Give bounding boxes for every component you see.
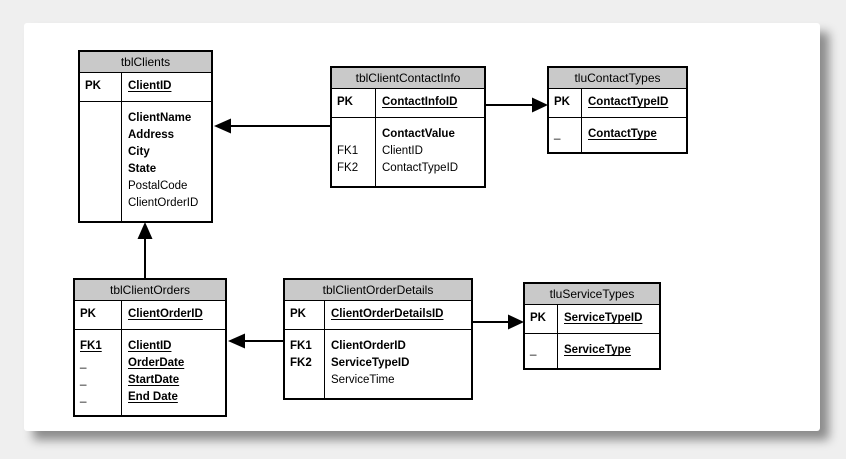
- field-cell: State: [128, 163, 157, 175]
- field-cell: ClientID: [382, 145, 423, 157]
- table-tblclientorderdetails: tblClientOrderDetails PK ClientOrderDeta…: [283, 278, 473, 400]
- key-cell: FK1: [290, 340, 312, 352]
- key-cell: PK: [554, 96, 570, 108]
- field-cell: ClientName: [128, 112, 192, 124]
- body-section: FK1 _ _ _ ClientID OrderDate StartDate E…: [75, 330, 225, 415]
- key-cell: PK: [337, 96, 353, 108]
- key-cell: PK: [85, 80, 101, 92]
- table-tblclientorders: tblClientOrders PK ClientOrderID FK1 _ _…: [73, 278, 227, 417]
- field-cell: ClientID: [128, 340, 172, 352]
- key-cell: PK: [80, 308, 96, 320]
- table-tluservicetypes: tluServiceTypes PK ServiceTypeID _ Servi…: [523, 282, 661, 370]
- table-tblclients: tblClients PK ClientID ClientName Addres…: [78, 50, 213, 223]
- field-cell: ContactTypeID: [382, 162, 459, 174]
- key-cell: PK: [290, 308, 306, 320]
- table-title: tblClientContactInfo: [332, 68, 484, 89]
- field-cell: ServiceTime: [331, 374, 395, 386]
- pk-section: PK ClientID: [80, 73, 211, 102]
- key-cell: _: [530, 344, 537, 356]
- body-section: FK1 FK2 ClientOrderID ServiceTypeID Serv…: [285, 330, 471, 398]
- pk-section: PK ClientOrderDetailsID: [285, 301, 471, 330]
- table-title: tluServiceTypes: [525, 284, 659, 305]
- field-cell: Address: [128, 129, 175, 141]
- body-section: FK1 FK2 ContactValue ClientID ContactTyp…: [332, 118, 484, 186]
- body-section: _ ContactType: [549, 118, 686, 152]
- body-section: _ ServiceType: [525, 334, 659, 368]
- body-section: ClientName Address City State PostalCode…: [80, 102, 211, 221]
- field-cell: ClientOrderDetailsID: [331, 308, 444, 320]
- field-cell: City: [128, 146, 150, 158]
- field-cell: ServiceTypeID: [564, 312, 643, 324]
- field-cell: StartDate: [128, 374, 180, 386]
- field-cell: ClientOrderID: [331, 340, 406, 352]
- field-cell: ClientID: [128, 80, 172, 92]
- key-cell: _: [554, 128, 561, 140]
- key-cell: _: [80, 357, 87, 369]
- field-cell: PostalCode: [128, 180, 188, 192]
- key-cell: _: [80, 391, 87, 403]
- table-title: tluContactTypes: [549, 68, 686, 89]
- key-cell: FK2: [290, 357, 312, 369]
- key-cell: FK2: [337, 162, 359, 174]
- field-cell: ContactTypeID: [588, 96, 669, 108]
- field-cell: ContactInfoID: [382, 96, 458, 108]
- field-cell: End Date: [128, 391, 178, 403]
- pk-section: PK ContactTypeID: [549, 89, 686, 118]
- key-cell: FK1: [337, 145, 359, 157]
- field-cell: ServiceTypeID: [331, 357, 410, 369]
- pk-section: PK ClientOrderID: [75, 301, 225, 330]
- pk-section: PK ContactInfoID: [332, 89, 484, 118]
- table-title: tblClients: [80, 52, 211, 73]
- key-cell: FK1: [80, 340, 102, 352]
- field-cell: OrderDate: [128, 357, 185, 369]
- key-cell: [332, 126, 375, 143]
- key-cell: _: [80, 374, 87, 386]
- table-title: tblClientOrders: [75, 280, 225, 301]
- field-cell: ClientOrderID: [128, 308, 203, 320]
- field-cell: ContactType: [588, 128, 657, 140]
- key-cell: PK: [530, 312, 546, 324]
- field-cell: ClientOrderID: [128, 197, 199, 209]
- key-cell: [285, 372, 324, 389]
- table-tblclientcontactinfo: tblClientContactInfo PK ContactInfoID FK…: [330, 66, 486, 188]
- field-cell: ServiceType: [564, 344, 631, 356]
- table-tlucontacttypes: tluContactTypes PK ContactTypeID _ Conta…: [547, 66, 688, 154]
- pk-section: PK ServiceTypeID: [525, 305, 659, 334]
- field-cell: ContactValue: [382, 128, 455, 140]
- table-title: tblClientOrderDetails: [285, 280, 471, 301]
